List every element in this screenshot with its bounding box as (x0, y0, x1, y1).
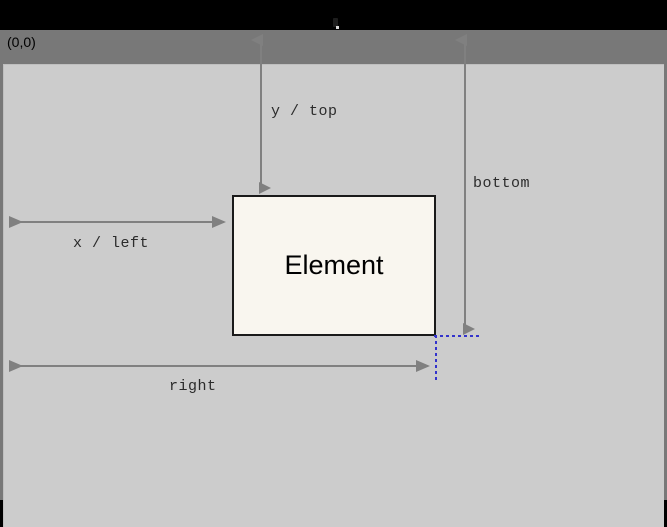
label-y-top: y / top (271, 103, 338, 120)
cursor-icon (333, 18, 338, 27)
label-x-left: x / left (73, 235, 150, 252)
element-box-label: Element (284, 250, 384, 280)
top-black-bar (0, 0, 667, 30)
canvas-frame (0, 30, 667, 527)
element-box: Element (232, 195, 436, 336)
label-right: right (169, 378, 217, 395)
cursor-tip-icon (336, 26, 339, 29)
label-bottom: bottom (473, 175, 531, 192)
origin-coordinate-label: (0,0) (7, 34, 36, 50)
